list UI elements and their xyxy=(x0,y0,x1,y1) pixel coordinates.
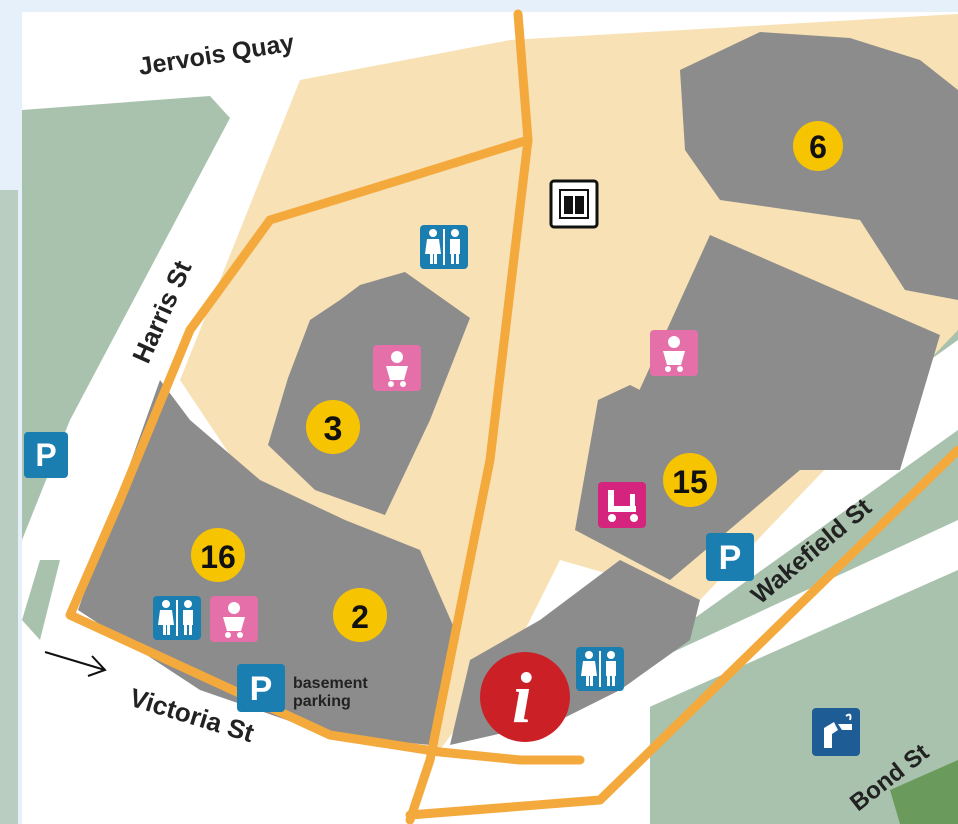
baby-change-icon xyxy=(650,330,698,376)
building-15-north xyxy=(635,235,940,470)
parking-icon: P xyxy=(24,432,68,478)
basement-parking-icon: P xyxy=(237,664,285,712)
walking-routes xyxy=(65,9,958,824)
parking-symbol: P xyxy=(35,437,56,473)
parking-symbol: P xyxy=(719,539,742,577)
information-symbol: i xyxy=(512,658,532,738)
building-3 xyxy=(268,272,470,515)
parking-symbol: P xyxy=(250,670,273,708)
park-area-west xyxy=(22,560,60,640)
building-number-16: 16 xyxy=(200,539,236,575)
building-marker-15: 15 xyxy=(663,453,717,507)
route-loop xyxy=(65,135,585,765)
information-icon: i xyxy=(480,652,570,742)
basement-parking-label-line2: parking xyxy=(293,693,351,710)
baby-change-icon xyxy=(373,345,421,391)
mobility-scooter-icon xyxy=(598,482,646,528)
basement-parking-label-line1: basement xyxy=(293,675,368,692)
route-central xyxy=(405,9,533,824)
building-marker-2: 2 xyxy=(333,588,387,642)
building-marker-3: 3 xyxy=(306,400,360,454)
toilets-icon xyxy=(420,225,468,269)
drinking-water-icon xyxy=(812,708,860,756)
building-number-3: 3 xyxy=(324,410,343,448)
map-left-strip xyxy=(0,190,18,824)
route-east xyxy=(405,445,958,820)
green-corner xyxy=(890,760,958,824)
parking-icon: P xyxy=(706,533,754,581)
building-marker-16: 16 xyxy=(191,528,245,582)
direction-arrow-icon xyxy=(44,651,107,677)
building-number-2: 2 xyxy=(351,599,369,635)
park-area-northwest xyxy=(22,96,230,540)
building-16 xyxy=(78,380,455,745)
street-band-victoria xyxy=(22,520,958,800)
toilets-icon xyxy=(576,647,624,691)
toilets-icon xyxy=(153,596,201,640)
lift-icon xyxy=(549,179,599,229)
building-marker-6: 6 xyxy=(793,121,843,171)
baby-change-icon xyxy=(210,596,258,642)
building-number-6: 6 xyxy=(809,129,827,165)
building-number-15: 15 xyxy=(672,464,708,500)
